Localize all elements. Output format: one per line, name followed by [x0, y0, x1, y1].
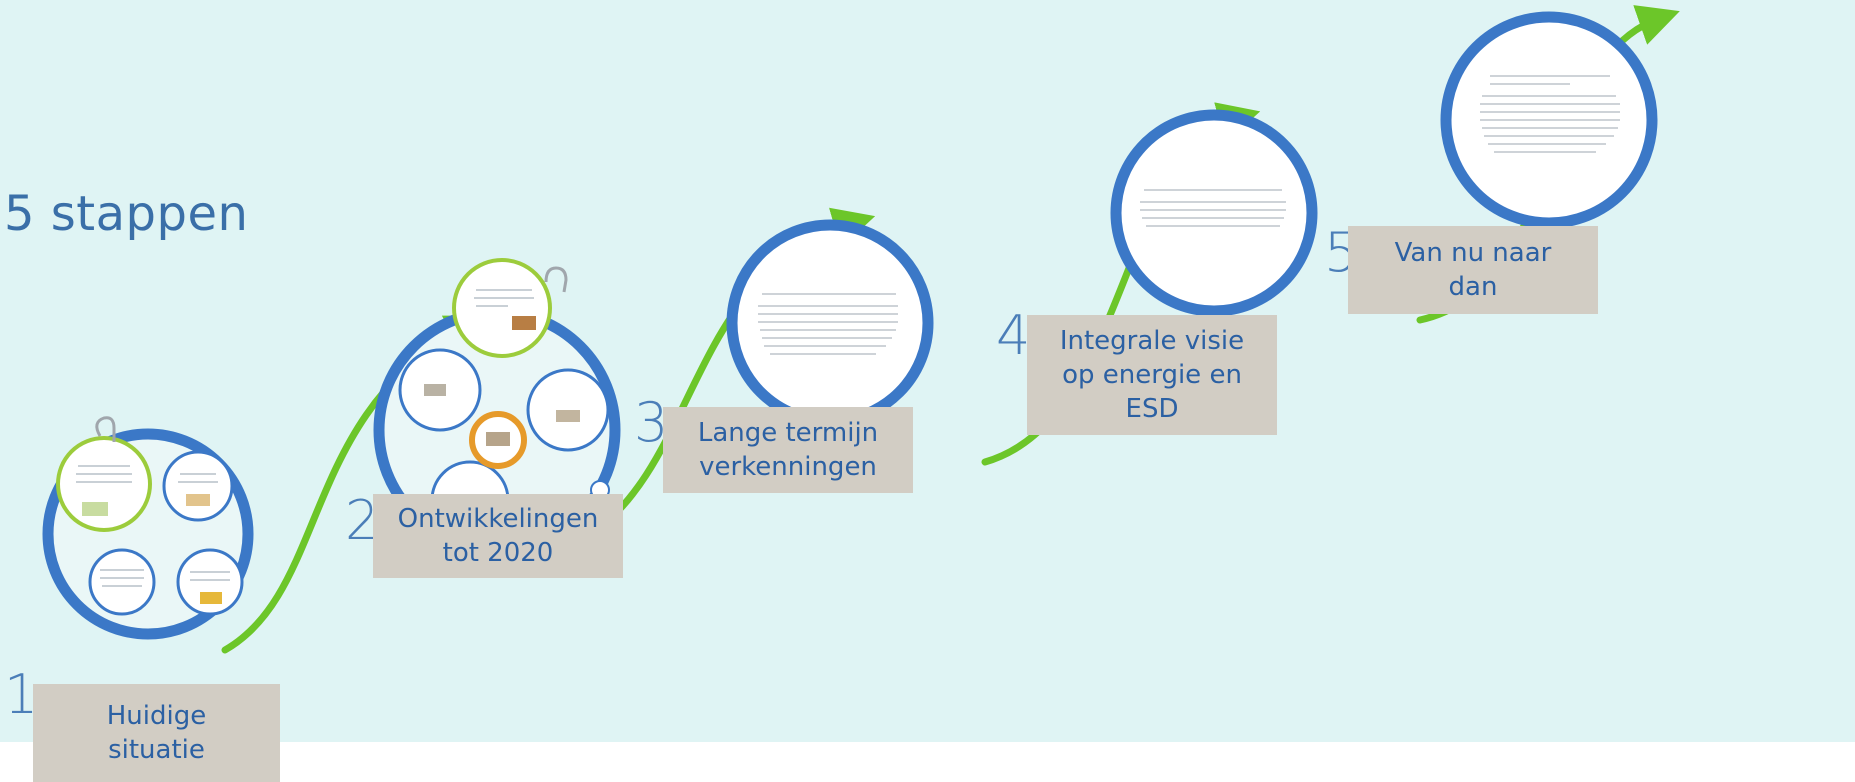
step-3-label-text: Lange termijn verkenningen	[697, 418, 879, 482]
step-1-label[interactable]: Huidige situatie	[33, 684, 280, 782]
step-5-frame[interactable]	[1440, 11, 1658, 229]
step-3-label[interactable]: Lange termijn verkenningen	[663, 407, 913, 493]
step-2-label[interactable]: Ontwikkelingen tot 2020	[373, 494, 623, 578]
step-5-label[interactable]: Van nu naar dan	[1348, 226, 1598, 314]
step-1-frame[interactable]	[42, 416, 254, 640]
page-title: 5 stappen	[4, 186, 249, 242]
step-5-label-text: Van nu naar dan	[1394, 238, 1552, 302]
step-2-label-text: Ontwikkelingen tot 2020	[397, 504, 599, 568]
step-1-label-text: Huidige situatie	[106, 701, 207, 765]
step-4-frame[interactable]	[1110, 109, 1318, 317]
paperclip-icon	[544, 266, 568, 293]
step-4-label-text: Integrale visie op energie en ESD	[1059, 326, 1245, 424]
step-1-number: 1	[4, 663, 39, 726]
step-4-label[interactable]: Integrale visie op energie en ESD	[1027, 315, 1277, 435]
step-3-frame[interactable]	[726, 219, 934, 427]
step-3-number: 3	[634, 391, 669, 454]
paperclip-icon	[95, 416, 116, 442]
bottom-strip	[0, 742, 1855, 782]
step-4-number: 4	[996, 304, 1031, 367]
